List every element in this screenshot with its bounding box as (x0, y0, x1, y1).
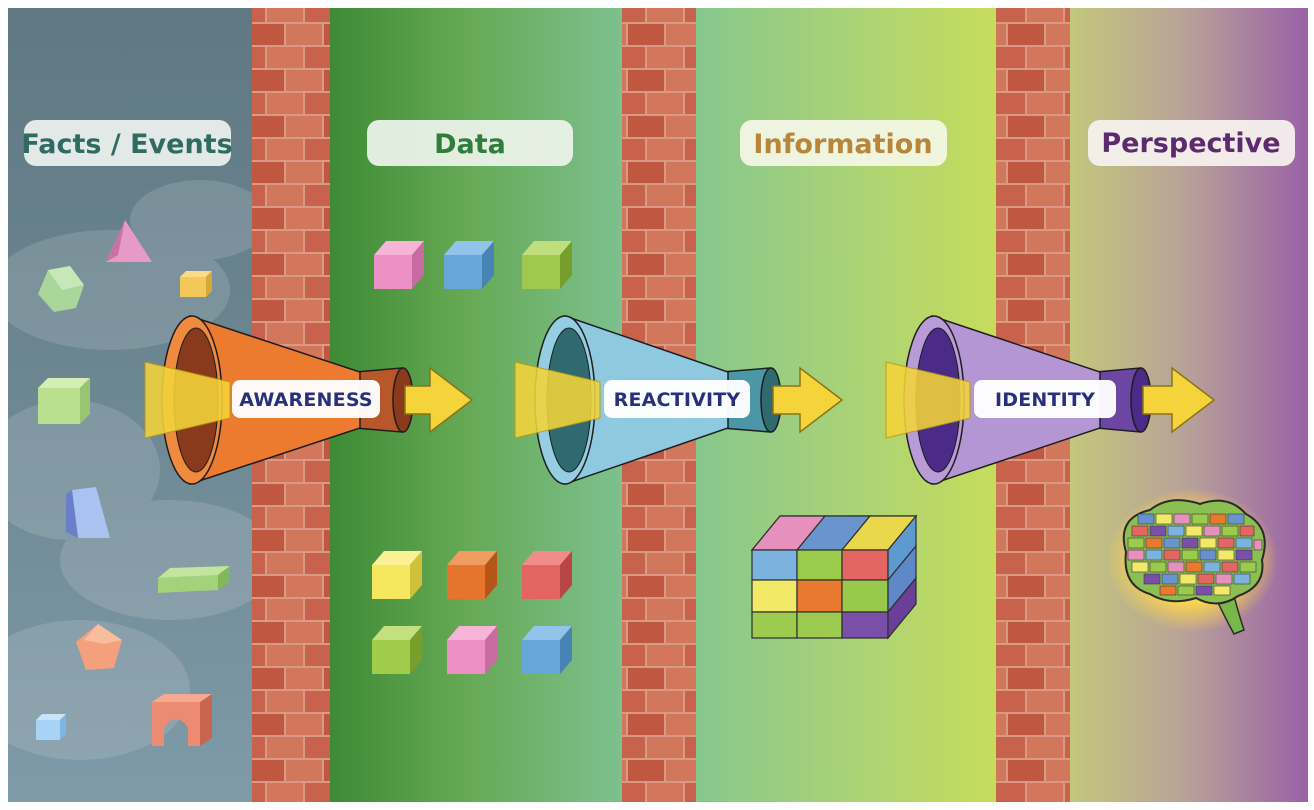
cube-yellow-2 (372, 551, 422, 599)
funnel-awareness: AWARENESS (144, 314, 474, 486)
cube-pink-1 (374, 241, 424, 289)
cube-green-1 (522, 241, 572, 289)
hexagon-shape (38, 266, 84, 312)
cube-pink-3 (447, 626, 497, 674)
funnel-label-identity: IDENTITY (995, 389, 1095, 411)
trapezoid-shape (66, 487, 110, 538)
facts-clouds (0, 180, 280, 760)
brain-illustration (1106, 488, 1278, 635)
title-perspective: Perspective (1101, 128, 1280, 159)
funnel-label-awareness: AWARENESS (239, 389, 372, 411)
small-yellow-cube (180, 271, 212, 297)
information-cube (750, 514, 918, 640)
zone-titles: Facts / Events Data Information Perspect… (21, 120, 1295, 166)
funnel-label-reactivity: REACTIVITY (614, 389, 741, 411)
green-cube (38, 378, 90, 424)
title-information: Information (753, 129, 932, 160)
cube-blue-1 (444, 241, 494, 289)
title-data: Data (434, 129, 506, 160)
cube-orange-2 (447, 551, 497, 599)
brain-bricks (1127, 513, 1263, 596)
pyramid-shape (106, 220, 152, 262)
arch-shape (152, 694, 212, 746)
small-blue-cube (36, 714, 66, 740)
facts-shapes (36, 220, 230, 746)
green-slab (158, 566, 230, 593)
cube-blue-3 (522, 626, 572, 674)
pentagon-shape (76, 624, 122, 670)
cube-red-2 (522, 551, 572, 599)
cube-green-3 (372, 626, 422, 674)
funnel-identity: IDENTITY (885, 314, 1216, 486)
data-cubes (372, 241, 572, 674)
funnel-reactivity: REACTIVITY (514, 314, 844, 486)
title-facts-events: Facts / Events (21, 129, 232, 160)
